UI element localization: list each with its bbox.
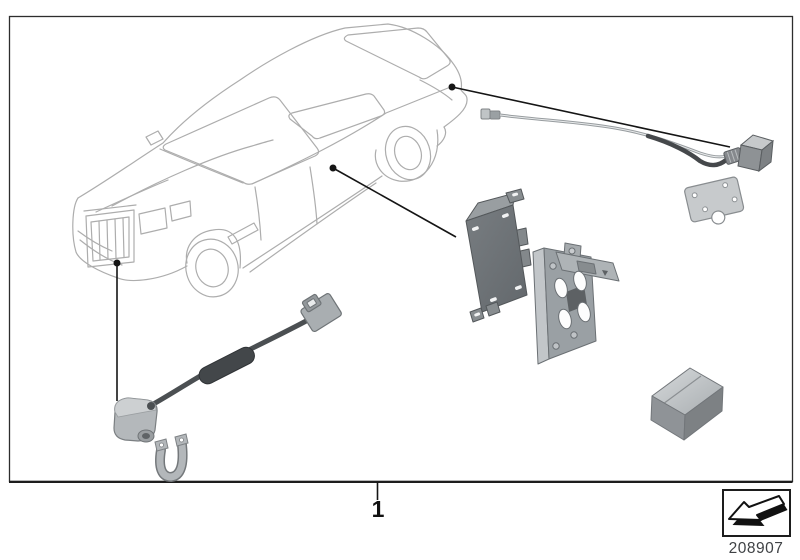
front-camera-head: [113, 397, 158, 443]
rear-camera-head: [737, 134, 775, 173]
hotspot-dot-rear: [448, 83, 456, 91]
callout-1-label[interactable]: 1: [371, 496, 385, 522]
continuation-arrow-button[interactable]: [722, 489, 791, 537]
hotspot-dot-front: [113, 259, 121, 267]
control-module: [465, 188, 532, 323]
accessory-box: [650, 367, 724, 441]
hotspot-dot-side: [329, 164, 337, 172]
diagram-number: 208907: [728, 540, 784, 557]
front-camera-cable-assembly: [113, 293, 342, 443]
cable-connector: [300, 293, 342, 333]
leader-lines: [113, 83, 731, 401]
front-camera-bracket: [154, 433, 189, 483]
continuation-arrow-icon: [728, 495, 788, 526]
car-outline-illustration: [72, 23, 468, 298]
rear-camera-bracket-plate: [684, 176, 745, 225]
rear-camera-cable: [480, 108, 775, 173]
module-mounting-bracket: [532, 242, 620, 365]
drawing-frame: [8, 15, 794, 500]
